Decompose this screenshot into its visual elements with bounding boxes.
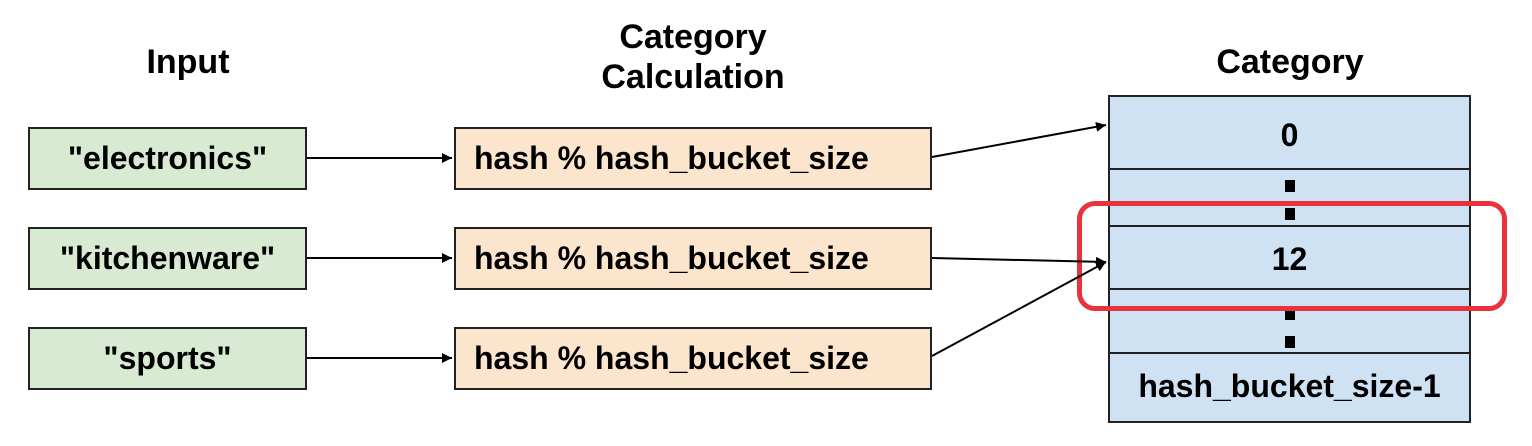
category-row-label: 0	[1280, 117, 1299, 153]
category-row-ellipsis-upper	[1110, 170, 1469, 227]
ellipsis-dot	[1284, 208, 1295, 220]
calc-box-1: hash % hash_bucket_size	[454, 127, 932, 190]
category-row-first: 0	[1110, 97, 1469, 170]
calc-label: hash % hash_bucket_size	[474, 140, 869, 176]
category-row-middle: 12	[1110, 227, 1469, 290]
calc-label: hash % hash_bucket_size	[474, 340, 869, 376]
category-row-label: 12	[1271, 241, 1308, 277]
category-row-last: hash_bucket_size-1	[1110, 354, 1469, 423]
arrow-calc1-to-category-0	[931, 121, 1107, 158]
input-header: Input	[146, 43, 230, 81]
calculation-header-line2: Calculation	[601, 58, 785, 96]
category-table: 0 12 hash_bucket_size-1	[1108, 95, 1471, 423]
calculation-header-line1: Category	[619, 18, 767, 56]
category-header: Category	[1216, 43, 1364, 81]
category-row-ellipsis-lower	[1110, 290, 1469, 354]
input-label: "electronics"	[67, 140, 268, 176]
highlight-outline	[1077, 201, 1507, 311]
input-box-kitchenware: "kitchenware"	[28, 227, 307, 290]
ellipsis-dot	[1284, 308, 1295, 320]
input-box-electronics: "electronics"	[28, 127, 307, 190]
input-label: "sports"	[103, 340, 232, 376]
input-box-sports: "sports"	[28, 327, 307, 390]
calc-box-3: hash % hash_bucket_size	[454, 327, 932, 390]
calc-box-2: hash % hash_bucket_size	[454, 227, 932, 290]
ellipsis-dot	[1284, 336, 1295, 348]
category-row-label: hash_bucket_size-1	[1138, 368, 1441, 404]
ellipsis-dot	[1284, 180, 1295, 192]
calc-label: hash % hash_bucket_size	[474, 240, 869, 276]
input-label: "kitchenware"	[59, 240, 276, 276]
